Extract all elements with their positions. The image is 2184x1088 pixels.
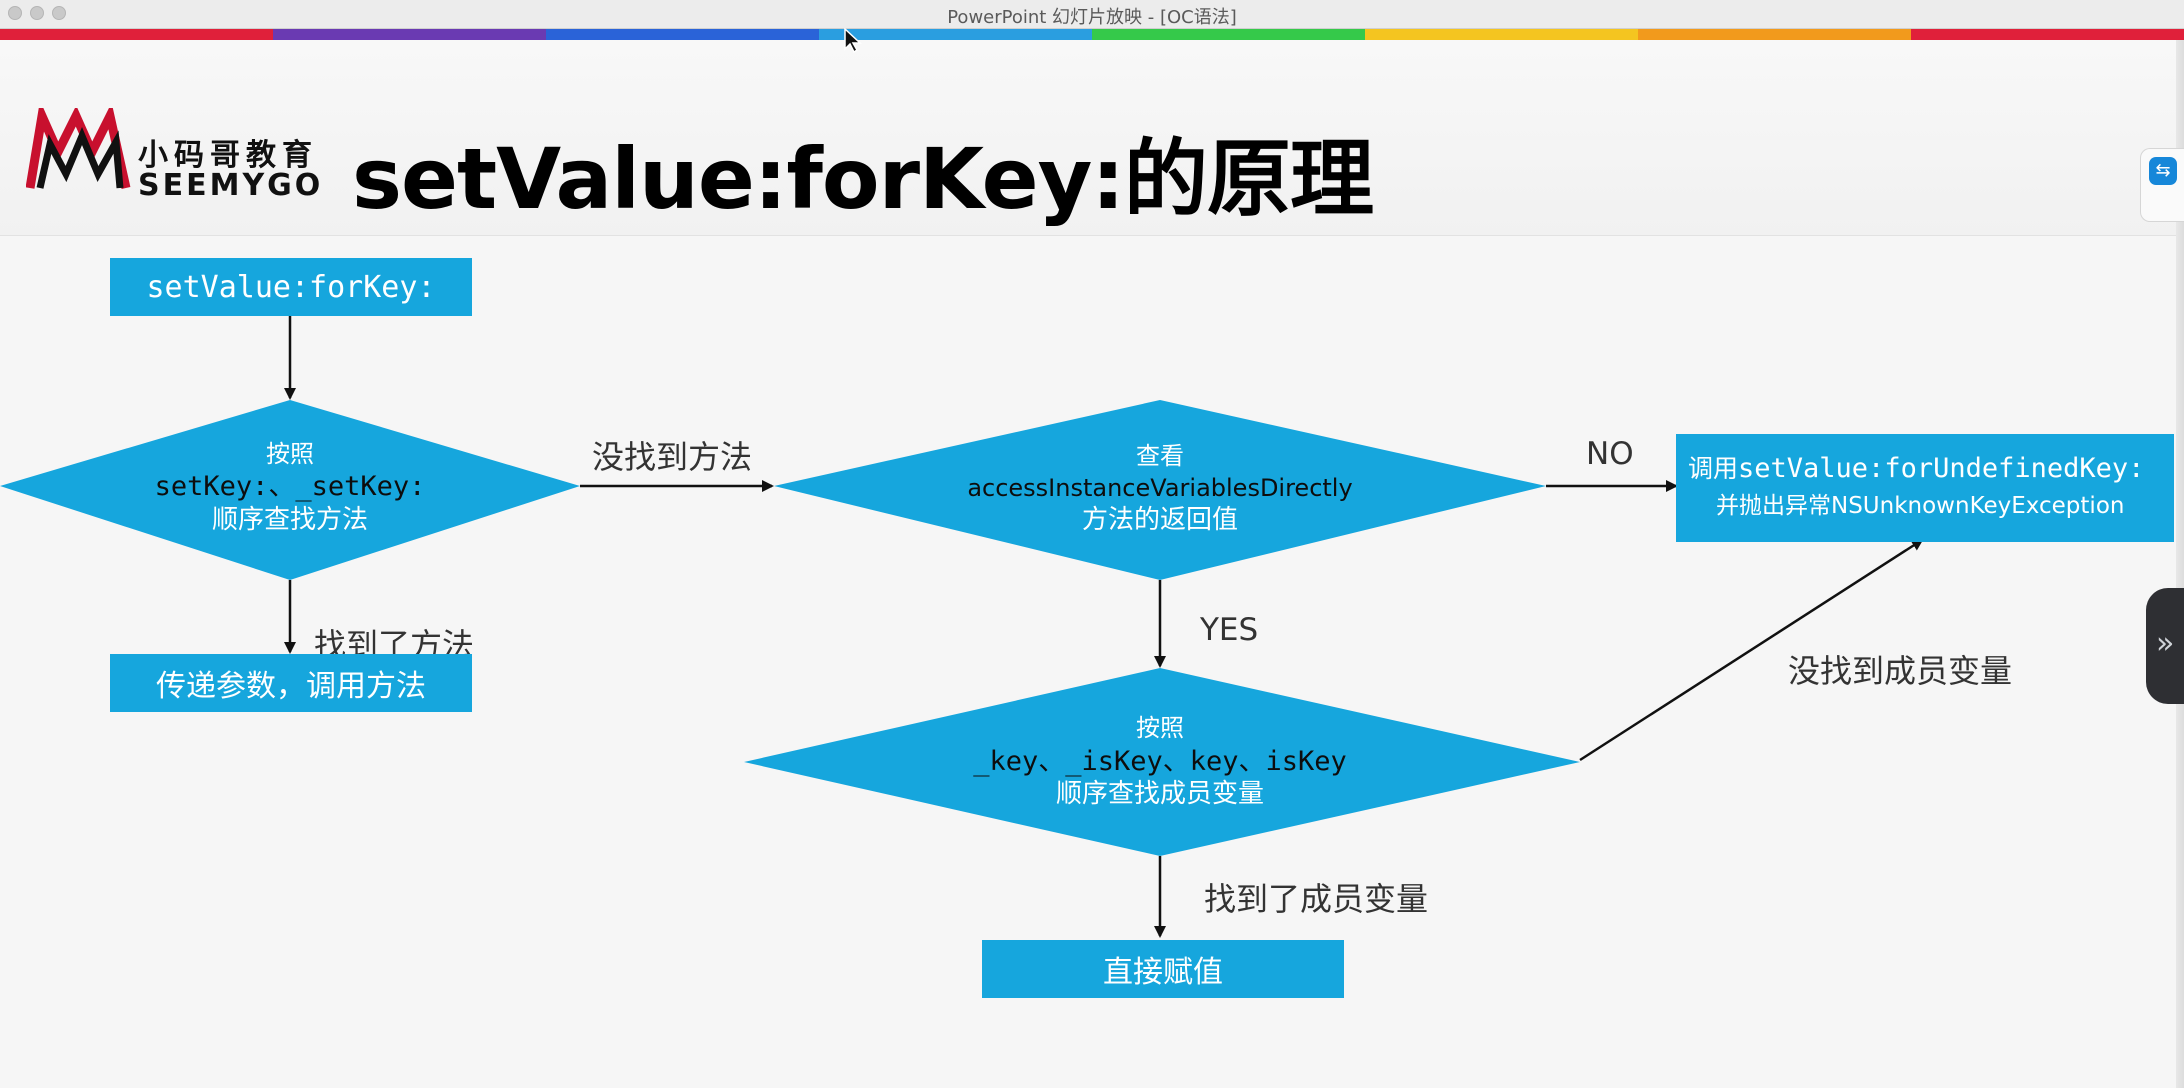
slide-title: setValue:forKey:的原理 — [352, 130, 1374, 228]
decision-ivar-line1: 按照 — [1136, 714, 1184, 742]
window-title: PowerPoint 幻灯片放映 - [OC语法] — [947, 7, 1237, 28]
color-stripe-segment — [819, 29, 1092, 40]
decision-diamond-access — [774, 400, 1546, 580]
minimize-window-button[interactable] — [30, 6, 44, 20]
decision-diamond-method — [0, 400, 580, 580]
mouse-cursor-icon — [844, 28, 862, 54]
close-window-button[interactable] — [8, 6, 22, 20]
undefined-key-line1: 调用setValue:forUndefinedKey: — [1688, 451, 2144, 487]
undefined-key-code: setValue:forUndefinedKey: — [1738, 453, 2145, 484]
decision-method-line2: setKey:、_setKey: — [154, 471, 426, 502]
decision-method-line3: 顺序查找方法 — [211, 505, 368, 535]
decision-diamond-ivar — [744, 668, 1580, 856]
teamviewer-icon: ⇆ — [2149, 157, 2177, 185]
label-no: NO — [1586, 436, 1634, 472]
undefined-key-line2: 并抛出异常NSUnknownKeyException — [1716, 493, 2125, 519]
color-stripe-segment — [1638, 29, 1911, 40]
decision-access-line2: accessInstanceVariablesDirectly — [967, 474, 1353, 502]
call-method-box: 传递参数，调用方法 — [110, 654, 472, 712]
decision-method-line1: 按照 — [266, 440, 314, 468]
label-yes: YES — [1200, 612, 1259, 648]
slide-header — [0, 40, 2184, 236]
logo-english-text: SEEMYGO — [138, 168, 324, 203]
assign-box: 直接赋值 — [982, 940, 1344, 998]
label-not-found-ivar: 没找到成员变量 — [1788, 652, 2013, 690]
label-found-ivar: 找到了成员变量 — [1204, 880, 1429, 918]
seemygo-logo-icon — [26, 108, 131, 189]
undefined-key-prefix: 调用 — [1688, 454, 1739, 483]
decision-ivar-line2: _key、_isKey、key、isKey — [973, 746, 1347, 777]
logo-chinese-text: 小码哥教育 — [138, 138, 318, 173]
decision-ivar-line3: 顺序查找成员变量 — [1055, 779, 1264, 809]
window-right-edge — [2176, 40, 2184, 1088]
undefined-key-box: 调用setValue:forUndefinedKey: 并抛出异常NSUnkno… — [1676, 434, 2174, 542]
color-stripe-segment — [1365, 29, 1638, 40]
decision-access-line1: 查看 — [1136, 442, 1184, 470]
window-titlebar: PowerPoint 幻灯片放映 - [OC语法] — [0, 0, 2184, 29]
color-stripe-segment — [546, 29, 819, 40]
color-stripe-segment — [1911, 29, 2184, 40]
teamviewer-side-button[interactable]: ⇆ — [2140, 148, 2184, 222]
side-panel-toggle[interactable]: » — [2146, 588, 2184, 704]
color-stripe-segment — [273, 29, 546, 40]
arrow-ivar-to-undefined — [1579, 538, 1924, 762]
double-chevron-right-icon: » — [2156, 626, 2175, 661]
label-not-found-method: 没找到方法 — [592, 438, 753, 476]
color-stripe-bar — [0, 29, 2184, 40]
decision-access-line3: 方法的返回值 — [1081, 505, 1238, 535]
start-box: setValue:forKey: — [110, 258, 472, 316]
color-stripe-segment — [0, 29, 273, 40]
color-stripe-segment — [1092, 29, 1365, 40]
zoom-window-button[interactable] — [52, 6, 66, 20]
